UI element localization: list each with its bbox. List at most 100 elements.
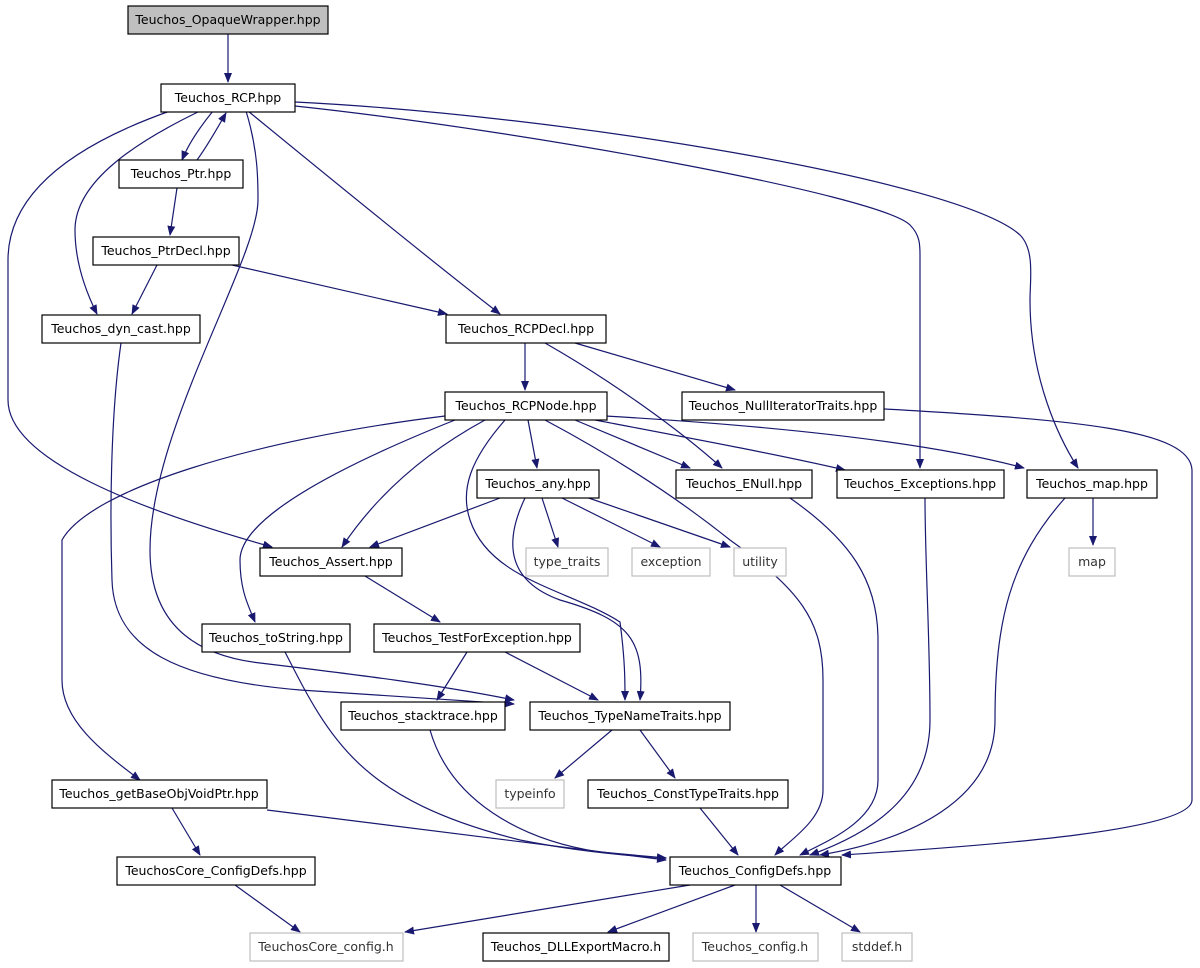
svg-text:exception: exception: [640, 554, 701, 569]
svg-text:Teuchos_ConfigDefs.hpp: Teuchos_ConfigDefs.hpp: [678, 863, 831, 878]
node-teuchos-map[interactable]: Teuchos_map.hpp: [1026, 469, 1158, 499]
svg-text:Teuchos_Exceptions.hpp: Teuchos_Exceptions.hpp: [843, 476, 996, 491]
node-core-config-h[interactable]: TeuchosCore_config.h: [249, 932, 404, 962]
node-stacktrace[interactable]: Teuchos_stacktrace.hpp: [340, 701, 506, 731]
svg-text:Teuchos_toString.hpp: Teuchos_toString.hpp: [208, 630, 343, 645]
edge-exceptions-to-configdefs: [809, 497, 931, 856]
edge-assert-to-testforexc: [364, 575, 441, 623]
node-core-config-defs[interactable]: TeuchosCore_ConfigDefs.hpp: [116, 856, 316, 886]
svg-text:stddef.h: stddef.h: [852, 939, 902, 954]
node-type-traits[interactable]: type_traits: [525, 547, 609, 577]
edge-rcp-to-exceptions: [294, 105, 924, 469]
svg-text:Teuchos_Ptr.hpp: Teuchos_Ptr.hpp: [130, 166, 232, 181]
svg-text:TeuchosCore_config.h: TeuchosCore_config.h: [257, 939, 393, 954]
edge-tmap-to-configdefs: [819, 497, 1066, 858]
edge-rcpnode-to-assert: [341, 419, 486, 548]
edge-typename-to-typeinfo: [554, 729, 613, 779]
svg-text:Teuchos_stacktrace.hpp: Teuchos_stacktrace.hpp: [347, 708, 498, 723]
edge-rcpnode-to-tostring: [239, 419, 456, 623]
edge-enull-to-configdefs: [789, 497, 879, 856]
node-utility[interactable]: utility: [733, 547, 787, 577]
node-dll-export-macro[interactable]: Teuchos_DLLExportMacro.h: [482, 932, 670, 962]
node-exception[interactable]: exception: [631, 547, 711, 577]
node-rcpnode[interactable]: Teuchos_RCPNode.hpp: [444, 391, 608, 421]
node-ptr[interactable]: Teuchos_Ptr.hpp: [118, 159, 244, 189]
node-null-iterator-traits[interactable]: Teuchos_NullIteratorTraits.hpp: [681, 391, 885, 421]
edge-rcp-to-assert: [7, 110, 273, 549]
node-enull[interactable]: Teuchos_ENull.hpp: [675, 469, 813, 499]
svg-text:Teuchos_RCPDecl.hpp: Teuchos_RCPDecl.hpp: [457, 321, 594, 336]
svg-text:Teuchos_NullIteratorTraits.hpp: Teuchos_NullIteratorTraits.hpp: [688, 398, 878, 413]
edge-testforexc-to-stacktrace: [436, 651, 468, 701]
node-ptrdecl[interactable]: Teuchos_PtrDecl.hpp: [92, 236, 240, 266]
svg-text:Teuchos_Assert.hpp: Teuchos_Assert.hpp: [268, 554, 392, 569]
svg-text:Teuchos_getBaseObjVoidPtr.hpp: Teuchos_getBaseObjVoidPtr.hpp: [58, 786, 258, 801]
edge-typename-to-consttype: [639, 729, 676, 779]
node-config-defs[interactable]: Teuchos_ConfigDefs.hpp: [669, 856, 842, 886]
node-rcp[interactable]: Teuchos_RCP.hpp: [160, 83, 296, 113]
svg-text:Teuchos_RCP.hpp: Teuchos_RCP.hpp: [174, 90, 282, 105]
edge-stacktrace-to-configdefs: [429, 729, 667, 862]
edge-getbase-to-configdefs: [266, 809, 667, 863]
node-any[interactable]: Teuchos_any.hpp: [476, 469, 600, 499]
svg-text:utility: utility: [742, 554, 778, 569]
edge-configdefs-to-stddef: [779, 884, 861, 933]
node-exceptions[interactable]: Teuchos_Exceptions.hpp: [836, 469, 1005, 499]
edge-configdefs-to-dllexport: [607, 884, 736, 933]
edge-rcp-to-tmap: [294, 101, 1079, 469]
edge-rcp-to-typename: [149, 110, 515, 703]
edge-consttype-to-configdefs: [699, 807, 739, 856]
edge-ptr-to-rcp: [196, 112, 227, 161]
svg-text:Teuchos_map.hpp: Teuchos_map.hpp: [1035, 476, 1148, 491]
edge-rcp-to-ptr: [181, 110, 214, 161]
node-get-base-obj-void-ptr[interactable]: Teuchos_getBaseObjVoidPtr.hpp: [51, 779, 268, 809]
node-teuchos-config-h[interactable]: Teuchos_config.h: [692, 932, 819, 962]
svg-text:Teuchos_OpaqueWrapper.hpp: Teuchos_OpaqueWrapper.hpp: [134, 12, 320, 27]
node-stddef[interactable]: stddef.h: [841, 932, 913, 962]
edge-rcpnode-to-any: [527, 419, 540, 469]
node-tostring[interactable]: Teuchos_toString.hpp: [201, 623, 351, 653]
edge-any-to-utility: [579, 494, 731, 548]
node-test-for-exception[interactable]: Teuchos_TestForException.hpp: [373, 623, 581, 653]
node-dyn-cast[interactable]: Teuchos_dyn_cast.hpp: [41, 314, 201, 344]
edge-getbase-to-coreconfigdefs: [171, 807, 201, 856]
edge-coreconfigdefs-to-coreconfig: [234, 884, 301, 933]
node-type-name-traits[interactable]: Teuchos_TypeNameTraits.hpp: [529, 701, 731, 731]
edges: [7, 34, 1193, 935]
svg-text:Teuchos_ConstTypeTraits.hpp: Teuchos_ConstTypeTraits.hpp: [596, 786, 779, 801]
edge-rcp-to-dyncast: [74, 110, 201, 315]
svg-text:Teuchos_any.hpp: Teuchos_any.hpp: [484, 476, 590, 491]
svg-text:TeuchosCore_ConfigDefs.hpp: TeuchosCore_ConfigDefs.hpp: [124, 863, 306, 878]
edge-ptr-to-ptrdecl: [167, 187, 178, 236]
edge-rcpnode-to-getbase: [61, 415, 446, 781]
node-opaque-wrapper[interactable]: Teuchos_OpaqueWrapper.hpp: [127, 5, 329, 35]
svg-text:map: map: [1078, 554, 1106, 569]
edge-rcpnode-to-exceptions: [594, 419, 846, 472]
svg-text:typeinfo: typeinfo: [504, 786, 555, 801]
edge-rcpnode-to-enull: [574, 419, 691, 469]
node-typeinfo[interactable]: typeinfo: [495, 779, 565, 809]
svg-text:Teuchos_ENull.hpp: Teuchos_ENull.hpp: [685, 476, 802, 491]
node-assert[interactable]: Teuchos_Assert.hpp: [259, 547, 403, 577]
edge-rcp-to-rcpdecl: [247, 110, 501, 315]
svg-text:Teuchos_RCPNode.hpp: Teuchos_RCPNode.hpp: [454, 398, 596, 413]
edge-any-to-typetraits: [541, 497, 560, 548]
node-rcpdecl[interactable]: Teuchos_RCPDecl.hpp: [445, 314, 607, 344]
edge-rcpdecl-to-nulliter: [574, 342, 736, 392]
svg-text:Teuchos_dyn_cast.hpp: Teuchos_dyn_cast.hpp: [50, 321, 191, 336]
edge-nulliter-to-configdefs: [841, 408, 1193, 859]
edge-any-to-typename: [512, 497, 645, 701]
nodes: Teuchos_OpaqueWrapper.hpp Teuchos_RCP.hp…: [41, 5, 1158, 962]
node-map[interactable]: map: [1068, 547, 1116, 577]
edge-any-to-assert: [369, 497, 501, 548]
svg-text:Teuchos_TestForException.hpp: Teuchos_TestForException.hpp: [381, 630, 572, 645]
edge-ptrdecl-to-rcpdecl: [231, 264, 448, 316]
svg-text:Teuchos_DLLExportMacro.h: Teuchos_DLLExportMacro.h: [490, 939, 661, 954]
edge-rcpdecl-to-enull: [544, 342, 723, 469]
svg-text:Teuchos_TypeNameTraits.hpp: Teuchos_TypeNameTraits.hpp: [537, 708, 721, 723]
edge-dyncast-to-typename: [110, 342, 515, 708]
edge-testforexc-to-typename: [504, 651, 599, 701]
node-const-type-traits[interactable]: Teuchos_ConstTypeTraits.hpp: [587, 779, 789, 809]
svg-text:type_traits: type_traits: [534, 554, 601, 569]
